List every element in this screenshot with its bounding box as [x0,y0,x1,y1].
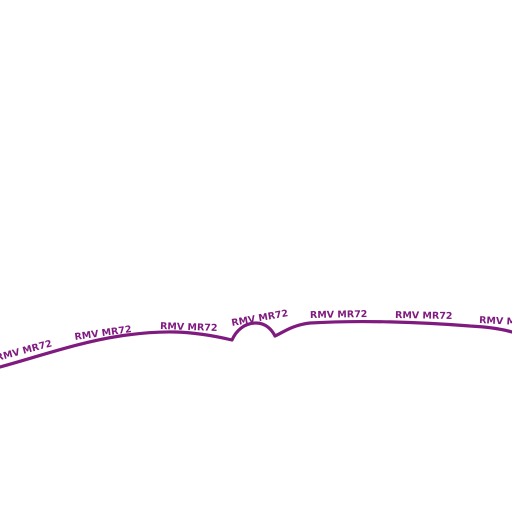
route-label: RMV MR72 [231,308,289,329]
route-label: RMV MR72 [395,310,453,322]
route-label: RMV MR72 [310,309,368,321]
route-label: RMV MR72 [160,321,218,334]
route-label: RMV MR72 [479,315,512,329]
route-line-rmv-mr72[interactable] [0,319,512,369]
